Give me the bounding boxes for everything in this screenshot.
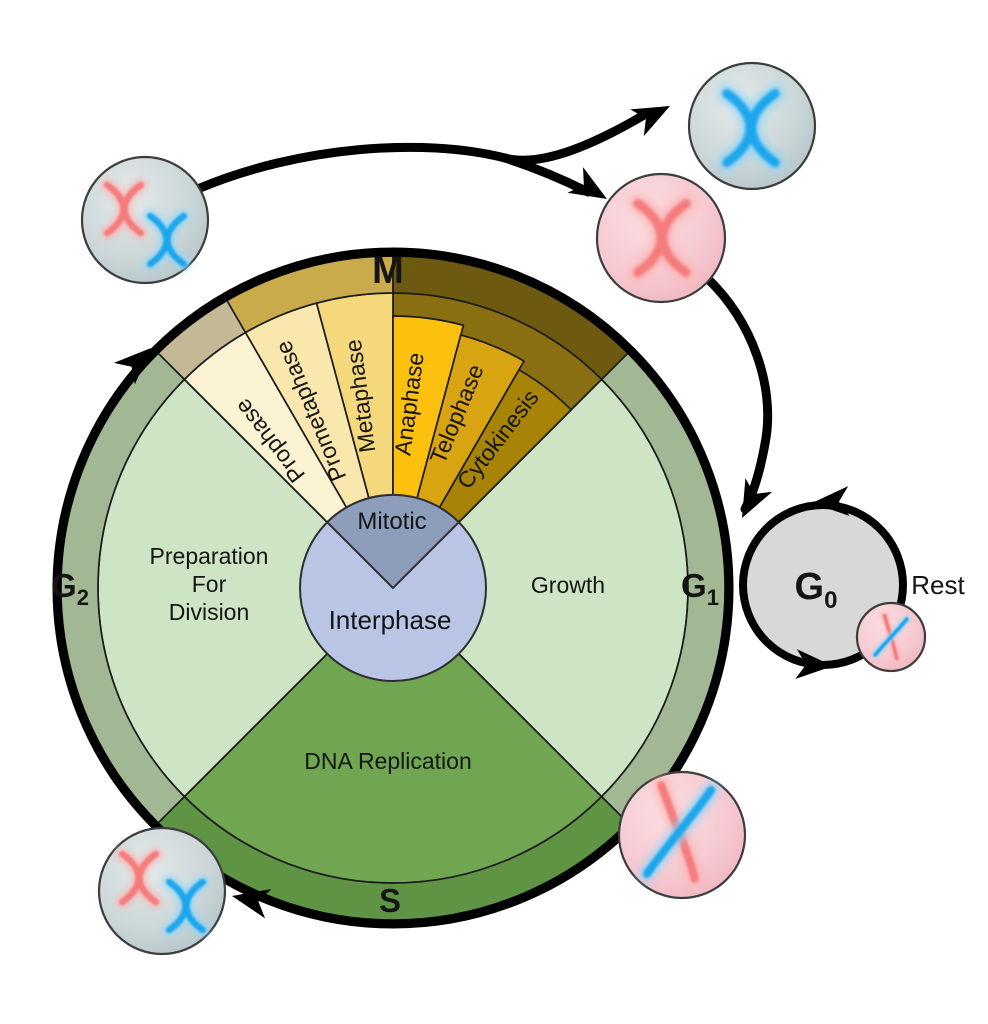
s-phase-letter: S xyxy=(379,882,401,919)
mitosis-exit-arrow-stem xyxy=(195,142,510,193)
reentry-to-g1-arrow xyxy=(702,273,773,514)
g2-phase-cell xyxy=(97,826,227,956)
mitotic-hub-wedge xyxy=(325,494,461,590)
rest-label: Rest xyxy=(911,570,965,600)
cell-illustrations xyxy=(80,61,927,956)
mitotic-label: Mitotic xyxy=(357,508,426,535)
g2-letter: G2 xyxy=(51,567,89,610)
preparation-label: Preparation For Division xyxy=(150,543,269,625)
preparation-line3: Division xyxy=(169,599,250,625)
interphase-label: Interphase xyxy=(329,605,452,635)
m-phase-letter: M xyxy=(372,250,404,292)
growth-label: Growth xyxy=(531,572,605,598)
g1-letter: G1 xyxy=(681,567,719,610)
dna-replication-label: DNA Replication xyxy=(304,748,471,774)
g0-loop: G0 Rest xyxy=(739,486,966,681)
daughter-cell-pink xyxy=(595,172,727,304)
daughter-cell-blue xyxy=(687,61,817,191)
cycle-outer-circle xyxy=(52,247,734,929)
m-phase-cell xyxy=(80,155,210,285)
daughter-cell-arrow-upper xyxy=(500,110,649,165)
g0-resting-cell xyxy=(855,601,927,673)
g0-letter: G0 xyxy=(795,566,838,614)
daughter-cell-arrow-lower xyxy=(500,153,593,197)
division-arrows xyxy=(195,92,773,525)
s-phase-cell xyxy=(617,770,747,900)
preparation-line2: For xyxy=(192,571,227,597)
preparation-line1: Preparation xyxy=(150,543,269,569)
cell-cycle-wheel: Prophase Prometaphase Metaphase Anaphase… xyxy=(51,247,734,929)
